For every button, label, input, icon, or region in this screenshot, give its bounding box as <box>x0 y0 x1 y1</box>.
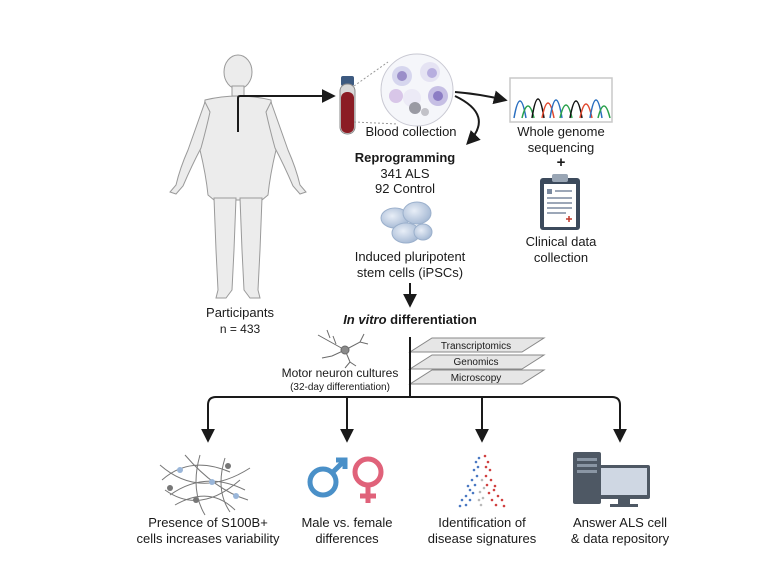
human-figure-icon <box>169 54 307 299</box>
in-vitro-text: In vitro <box>343 312 387 327</box>
participants-count: n = 433 <box>219 322 261 336</box>
ipsc-cells-icon <box>380 201 433 244</box>
blood-cells-magnified-icon <box>380 53 454 127</box>
omics-layer-transcriptomics: Transcriptomics <box>440 341 512 352</box>
ipsc-label-line1: Induced pluripotent <box>354 249 466 264</box>
outcome-signatures-line1: Identification of <box>438 515 526 530</box>
wgs-label-line1: Whole genome <box>517 124 605 139</box>
outcome-sex-line2: differences <box>315 531 379 546</box>
omics-layer-microscopy: Microscopy <box>450 373 502 384</box>
blood-to-reprogramming-arrow <box>454 95 481 146</box>
ipsc-label-line2: stem cells (iPSCs) <box>356 265 464 280</box>
blood-tube-icon <box>339 76 356 135</box>
clipboard-icon <box>540 174 580 230</box>
reprogramming-control: 92 Control <box>375 181 435 196</box>
blood-collection-label: Blood collection <box>365 124 457 139</box>
differentiation-title: In vitro differentiation <box>320 312 500 327</box>
neuron-icon <box>317 329 369 369</box>
branching-arrows <box>207 337 621 438</box>
omics-layers <box>408 337 546 385</box>
omics-layer-genomics: Genomics <box>453 357 499 368</box>
outcome-repository-line2: & data repository <box>570 531 670 546</box>
motor-neuron-label: Motor neuron cultures <box>281 366 399 380</box>
clinical-label-line2: collection <box>533 250 589 265</box>
male-symbol-icon <box>307 457 348 498</box>
outcome-sex-line1: Male vs. female <box>301 515 393 530</box>
plus-sign: + <box>556 154 566 171</box>
outcome-s100b-line1: Presence of S100B+ <box>148 515 268 530</box>
participants-label: Participants <box>206 305 274 320</box>
reprogramming-als: 341 ALS <box>380 166 430 181</box>
volcano-plot-icon <box>458 454 506 508</box>
female-symbol-icon <box>352 456 384 503</box>
neuronal-network-icon <box>159 454 251 516</box>
differentiation-text: differentiation <box>386 312 477 327</box>
clinical-label-line1: Clinical data <box>525 234 597 249</box>
computer-icon <box>573 452 650 507</box>
participant-to-blood-arrow <box>237 89 336 132</box>
reprogramming-title: Reprogramming <box>354 150 456 165</box>
blood-to-wgs-arrow <box>454 90 508 105</box>
motor-neuron-sublabel: (32-day differentiation) <box>290 382 390 393</box>
outcome-signatures-line2: disease signatures <box>427 531 537 546</box>
outcome-s100b-line2: cells increases variability <box>136 531 280 546</box>
sequencing-chromatogram-icon <box>509 77 613 123</box>
outcome-repository-line1: Answer ALS cell <box>573 515 667 530</box>
wgs-label-line2: sequencing <box>527 140 595 155</box>
